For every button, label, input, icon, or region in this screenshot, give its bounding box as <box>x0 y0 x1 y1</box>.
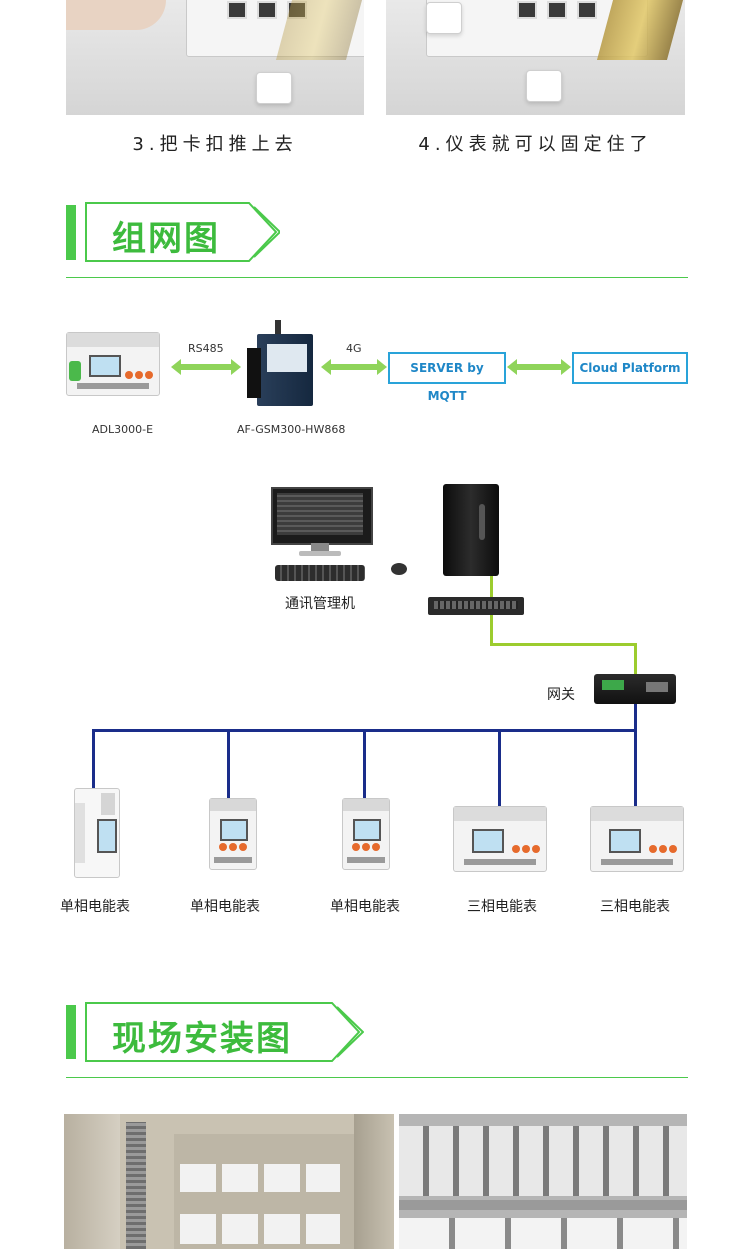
server-mqtt-box: SERVER by MQTT <box>388 352 506 403</box>
network-switch-image <box>428 597 524 615</box>
cloud-platform-box: Cloud Platform <box>572 352 688 384</box>
meter-model-label: ADL3000-E <box>92 423 154 436</box>
bus-drop-2 <box>227 729 230 799</box>
cloud-arrow <box>507 359 571 375</box>
monitor-image <box>271 487 373 557</box>
meter-label-5: 三相电能表 <box>600 899 670 915</box>
step4-caption: 4.仪表就可以固定住了 <box>418 134 653 155</box>
install-photo-step4 <box>386 0 685 115</box>
4g-gateway-image <box>247 320 315 408</box>
section-divider <box>66 1077 688 1078</box>
meter-label-2: 单相电能表 <box>190 899 260 915</box>
meter-label-4: 三相电能表 <box>467 899 537 915</box>
section-title-site: 现场安装图 <box>112 1019 292 1059</box>
din-clip <box>256 72 292 104</box>
bus-drop-4 <box>498 729 501 809</box>
4g-label: 4G <box>346 342 362 355</box>
site-photo-cabinet <box>64 1114 394 1249</box>
protocol-gateway-image <box>594 674 676 704</box>
single-phase-meter-image <box>209 798 257 870</box>
server-tower-image <box>443 484 499 576</box>
din-clip <box>526 70 562 102</box>
single-phase-meter-image <box>342 798 390 870</box>
finger <box>66 0 166 30</box>
section-marker <box>66 205 76 260</box>
din-rail <box>596 0 684 60</box>
section-marker <box>66 1005 76 1059</box>
link-switch-gateway-h <box>490 643 637 646</box>
site-photo-meter-rails <box>399 1114 687 1249</box>
section-header-frame <box>85 1002 364 1062</box>
gateway-label: 网关 <box>547 687 575 703</box>
section-title-network: 组网图 <box>112 219 220 259</box>
pc-label: 通讯管理机 <box>285 596 355 612</box>
din-clip <box>426 2 462 34</box>
keyboard-image <box>275 565 365 581</box>
single-phase-meter-slim-image <box>74 788 120 878</box>
bus-drop-5 <box>634 729 637 809</box>
rs485-arrow <box>171 359 241 375</box>
adl3000-meter-image <box>66 332 160 396</box>
meter-label-1: 单相电能表 <box>60 899 130 915</box>
bus-drop-1 <box>92 729 95 791</box>
three-phase-meter-image <box>453 806 547 872</box>
link-tower-switch <box>490 576 493 597</box>
4g-arrow <box>321 359 387 375</box>
gateway-model-label: AF-GSM300-HW868 <box>237 423 346 436</box>
meter-body <box>186 0 364 57</box>
bus-drop-3 <box>363 729 366 799</box>
mouse-image <box>391 563 407 575</box>
section-header-frame <box>85 202 280 262</box>
section-divider <box>66 277 688 278</box>
link-switch-gateway-v2 <box>634 643 637 675</box>
rs485-label: RS485 <box>188 342 224 355</box>
three-phase-meter-image <box>590 806 684 872</box>
install-photo-step3 <box>66 0 364 115</box>
step3-caption: 3.把卡扣推上去 <box>132 134 298 155</box>
meter-label-3: 单相电能表 <box>330 899 400 915</box>
bus-v-main <box>634 704 637 730</box>
link-switch-gateway-v1 <box>490 615 493 645</box>
